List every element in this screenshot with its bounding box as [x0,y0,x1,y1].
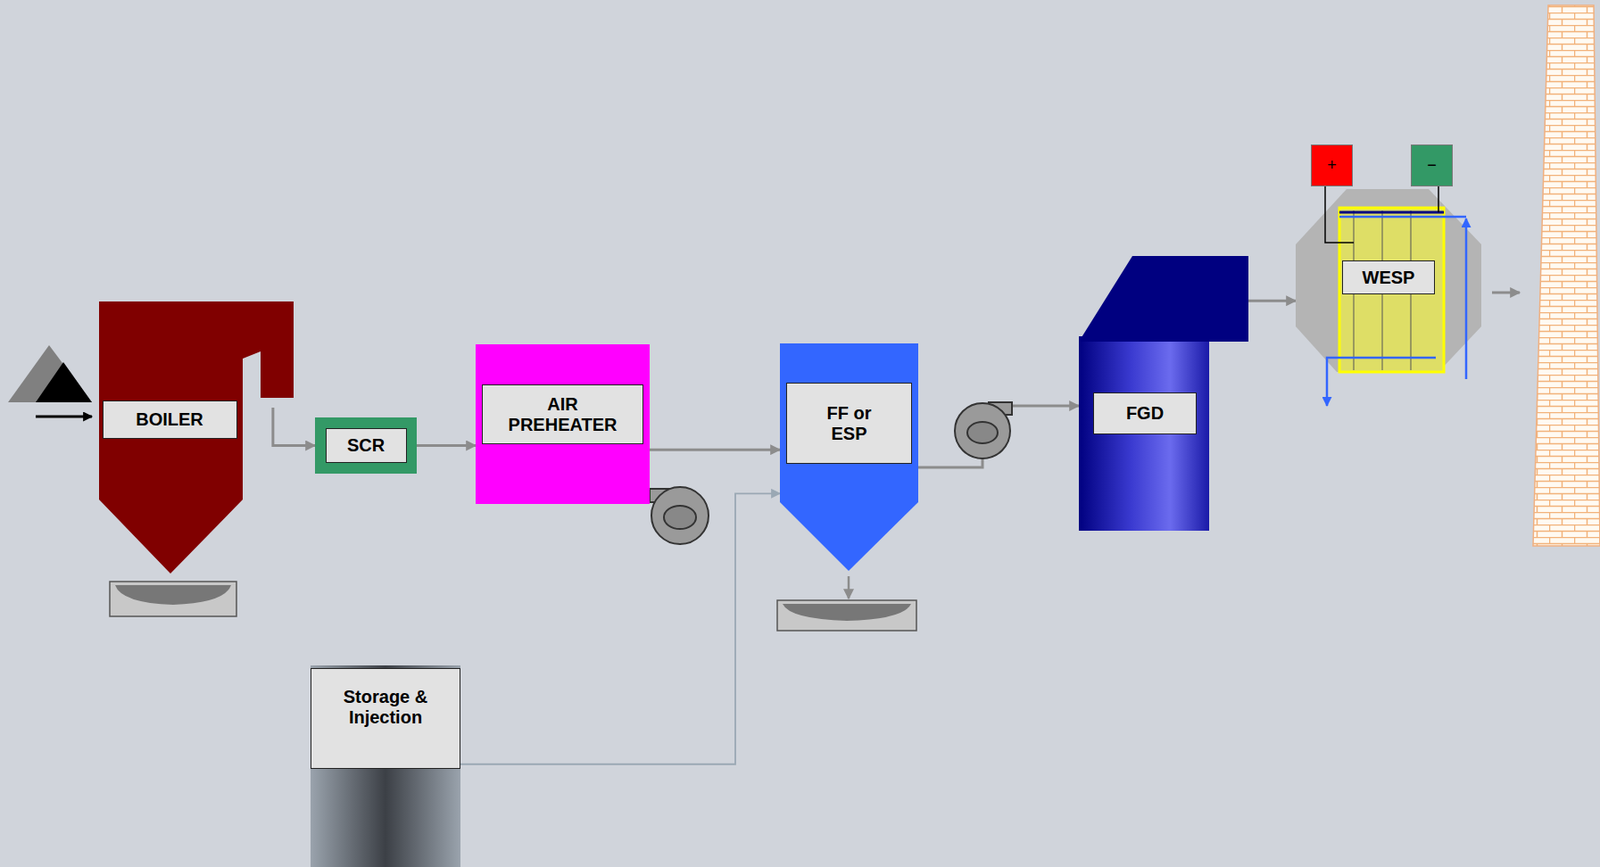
sorbent-silo: Storage & Injection [310,665,461,867]
boiler: BOILER [99,301,294,574]
fan-housing [651,487,709,545]
coal-pile-back [8,345,92,403]
label-box: AIR PREHEATER [481,384,644,445]
flow-arrow [416,444,476,448]
wash-water-out [1326,357,1436,407]
boiler-shape [99,301,294,574]
scr-shape [315,417,417,474]
wash-water-line [1339,215,1467,219]
ash-pan-dish [115,585,232,606]
flow-arrow [1248,299,1296,303]
ash-pan-box [109,581,237,617]
air-preheater: AIR PREHEATER [475,344,650,505]
flow-arrow [649,448,780,452]
particulate-collector: FF or ESP [779,343,919,572]
ash-pan [777,600,917,631]
node-label: BOILER [135,409,204,431]
electrode-panel [1339,207,1444,373]
scrubber-body [1078,336,1210,531]
flow-arrow [460,493,780,764]
scrubber-hood [1078,256,1249,342]
label-box: SCR [325,428,407,464]
positive-wire [1325,186,1354,243]
fan [954,402,1012,459]
label-box: BOILER [102,400,238,440]
fgd-scrubber: FGD [1078,256,1249,531]
node-label: SCR [347,435,385,456]
ash-pan [109,581,237,617]
flow-arrow [273,407,316,447]
negative-terminal: − [1410,144,1453,187]
terminal-sign: − [1426,156,1437,175]
scr-unit: SCR [315,417,417,474]
node-label: WESP [1362,267,1416,289]
preheater-shape [475,344,650,505]
terminal-sign: + [1326,156,1337,175]
silo-shape [310,665,461,867]
stack [1533,5,1600,547]
fan-housing [954,403,1011,459]
collector-shape [779,343,919,572]
fan [649,487,709,545]
negative-wire [1437,186,1440,213]
connector-layer [273,300,1296,765]
wash-water-in [1465,218,1468,380]
label-box: FGD [1093,392,1197,435]
node-label: FGD [1126,403,1164,424]
ash-drop-arrow [847,576,851,599]
label-box: Storage & Injection [310,668,461,770]
ash-pan-box [777,600,917,631]
electrode-bus [1339,211,1444,215]
coal-pile-front [35,362,92,403]
node-label: FF or ESP [818,403,881,445]
label-box: WESP [1342,260,1435,295]
fuel-arrow [35,415,92,419]
positive-terminal: + [1310,144,1353,187]
fan-hub [663,505,697,530]
ash-pan-dish [782,604,912,622]
stack-arrow [1492,291,1520,295]
node-label: Storage & Injection [331,687,440,729]
fan-hub [967,422,998,444]
esp-housing [1295,189,1482,373]
node-label: AIR PREHEATER [496,394,631,436]
coal-pile [8,345,92,403]
label-box: FF or ESP [786,382,912,465]
wet-esp: WESP [1295,189,1482,373]
